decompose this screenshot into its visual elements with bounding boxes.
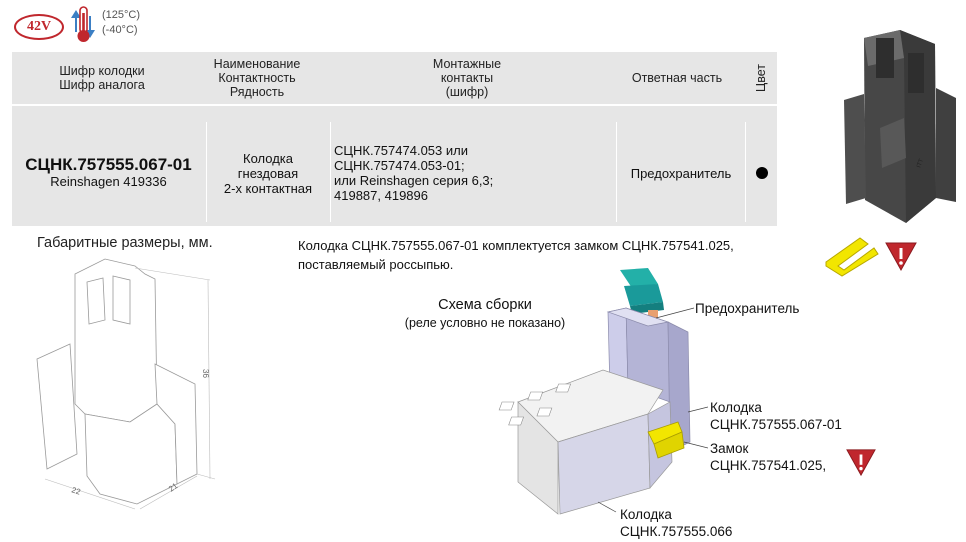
thermometer-icon [71,6,95,42]
column-separator [616,122,617,222]
header-cipher-line2: Шифр аналога [59,78,145,92]
color-dot-black [755,167,768,179]
header-mate-text: Ответная часть [631,71,723,85]
voltage-badge: 42V [14,14,64,40]
callout-fuse: Предохранитель [695,301,800,316]
column-separator [330,122,331,222]
kit-note-line1: Колодка СЦНК.757555.067-01 комплектуется… [298,238,734,253]
header-name-line1: Наименование [213,57,301,71]
scheme-title-block: Схема сборки (реле условно не показано) [380,297,590,330]
callout-lock: Замок СЦНК.757541.025, [710,440,826,474]
warning-icon [885,242,917,272]
temp-high: (125°C) [102,9,141,21]
header-name-line3: Рядность [229,85,285,99]
header-cipher-line1: Шифр колодки [59,64,145,78]
callout-block-line2: СЦНК.757555.067-01 [710,417,842,432]
callout-lock-line2: СЦНК.757541.025, [710,458,827,473]
column-separator [745,122,746,222]
product-photo: ITT [844,30,956,223]
scheme-title: Схема сборки [438,297,532,313]
cell-mate: Предохранитель [617,122,745,224]
cipher-main: СЦНК.757555.067-01 [25,155,192,174]
callout-base-line2: СЦНК.757555.066 [620,524,733,539]
kit-note: Колодка СЦНК.757555.067-01 комплектуется… [298,236,734,274]
cell-contacts: СЦНК.757474.053 или СЦНК.757474.053-01; … [334,122,614,224]
contacts-line4: 419887, 419896 [334,188,428,203]
header-color-text: Цвет [753,63,768,93]
header-contacts-line2: контакты [440,71,494,85]
header-contacts: Монтажные контакты (шифр) [342,52,592,104]
callout-block-line1: Колодка [710,400,762,415]
contacts-line3: или Reinshagen серия 6,3; [334,173,494,188]
dimensions-title: Габаритные размеры, мм. [37,235,213,251]
header-mate: Ответная часть [612,52,742,104]
dim-height: 36 [201,369,210,378]
header-cipher: Шифр колодки Шифр аналога [12,52,192,104]
callout-base-line1: Колодка [620,507,672,522]
cipher-analog: Reinshagen 419336 [50,174,167,189]
header-name-line2: Контактность [218,71,296,85]
header-contacts-line3: (шифр) [445,85,489,99]
mate-text: Предохранитель [630,165,732,181]
spec-table: Шифр колодки Шифр аналога Наименование К… [12,52,777,226]
temp-low: (-40°C) [102,24,138,36]
callout-base: Колодка СЦНК.757555.066 [620,506,732,540]
header-color: Цвет [745,52,777,104]
temperature-range: (125°C) (-40°C) [102,8,140,38]
contacts-line1: СЦНК.757474.053 или [334,143,468,158]
callout-lock-line1: Замок [710,441,749,456]
cell-name: Колодка гнездовая 2-х контактная [207,122,329,224]
lock-image [825,237,879,277]
name-line3: 2-х контактная [223,180,313,196]
header-separator [12,104,777,106]
assembly-drawing [498,268,708,515]
kit-note-line2: поставляемый россыпью. [298,257,454,272]
svg-text:ITT: ITT [916,158,925,169]
header-name: Наименование Контактность Рядность [197,52,317,104]
cell-color [746,122,777,224]
name-line1: Колодка [243,150,293,166]
warning-icon [846,449,876,477]
header-contacts-line1: Монтажные [432,57,502,71]
cell-cipher: СЦНК.757555.067-01 Reinshagen 419336 [12,122,205,224]
dim-width: 22 [70,485,82,496]
name-line2: гнездовая [237,165,299,181]
dimension-drawing: 36 22 21 [36,258,216,510]
scheme-subtitle: (реле условно не показано) [404,316,566,330]
column-separator [206,122,207,222]
callout-block: Колодка СЦНК.757555.067-01 [710,399,842,433]
contacts-line2: СЦНК.757474.053-01; [334,158,465,173]
